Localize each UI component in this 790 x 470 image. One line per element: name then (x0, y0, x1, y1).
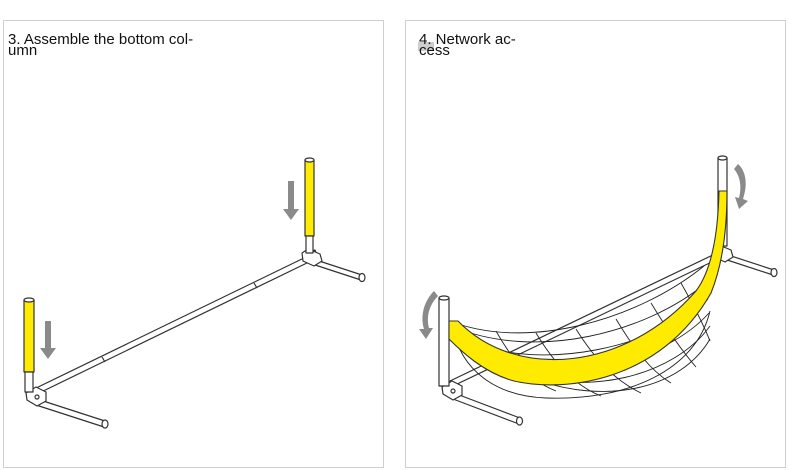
curved-arrow-icon (419, 291, 438, 339)
left-upright-column (23, 299, 35, 373)
insert-arrows (40, 181, 299, 359)
rotate-arrows (419, 164, 748, 339)
left-upright-column (438, 297, 450, 387)
left-base-foot (35, 398, 106, 428)
hammock-sling (448, 190, 728, 386)
step-4-panel: 4. Network ac- cess (405, 20, 786, 468)
left-base-foot (452, 392, 521, 425)
right-upright-column (304, 159, 315, 237)
step-3-illustration (23, 157, 366, 429)
long-bottom-bar (31, 256, 310, 396)
curved-arrow-icon (734, 164, 748, 209)
ghost-mark (418, 42, 434, 51)
step-3-panel: 3. Assemble the bottom col- umn (3, 20, 384, 468)
step-4-caption: 4. Network ac- cess (419, 31, 516, 59)
down-arrow-icon (40, 321, 56, 359)
down-arrow-icon (283, 181, 299, 220)
step-4-illustration (419, 155, 778, 426)
step-3-caption: 3. Assemble the bottom col- umn (8, 31, 194, 59)
